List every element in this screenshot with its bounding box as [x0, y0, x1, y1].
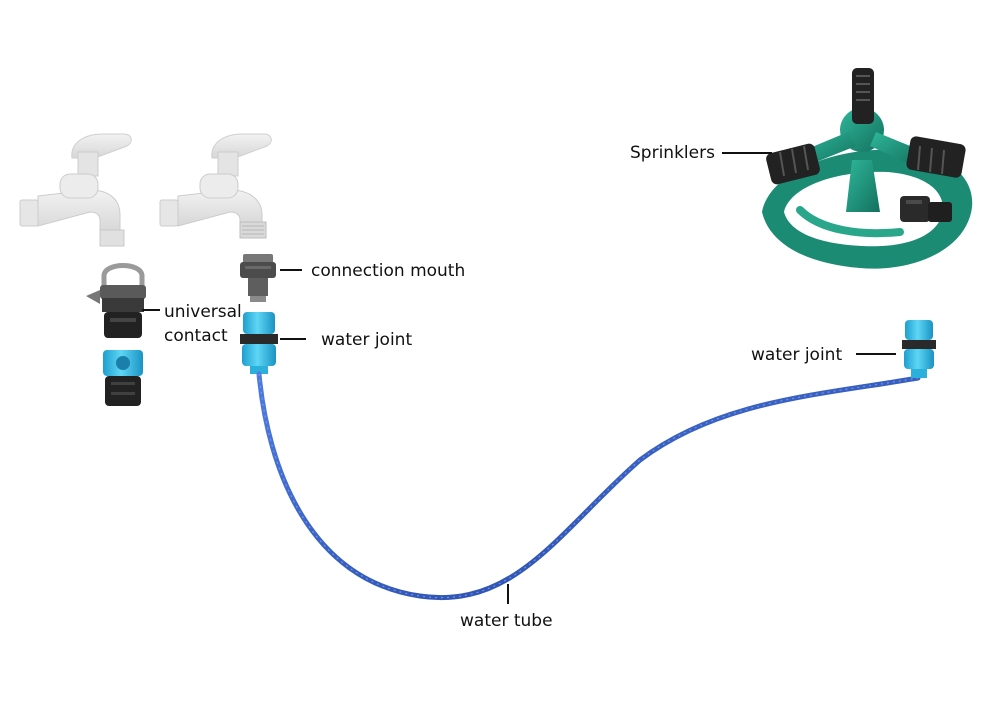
label-universal-contact: universal contact	[164, 300, 242, 348]
label-water-joint-right: water joint	[751, 345, 843, 365]
sprinkler-part	[762, 68, 973, 269]
label-universal-contact-line2: contact	[164, 326, 228, 346]
connection-mouth-part	[240, 254, 276, 302]
quick-connector-left-small	[103, 350, 143, 406]
label-connection-mouth: connection mouth	[311, 261, 466, 281]
label-water-joint-left: water joint	[321, 330, 413, 350]
label-water-tube: water tube	[460, 611, 553, 631]
label-sprinklers: Sprinklers	[630, 143, 715, 163]
faucet-left	[19, 133, 132, 247]
universal-contact-part	[86, 263, 146, 338]
leader-lines	[142, 152, 896, 604]
water-tube-hose	[256, 371, 921, 600]
faucet-right	[159, 133, 272, 239]
faucet-thread	[239, 221, 267, 239]
water-joint-left-part	[240, 312, 278, 374]
water-joint-right-part	[902, 320, 936, 378]
label-universal-contact-line1: universal	[164, 302, 242, 322]
